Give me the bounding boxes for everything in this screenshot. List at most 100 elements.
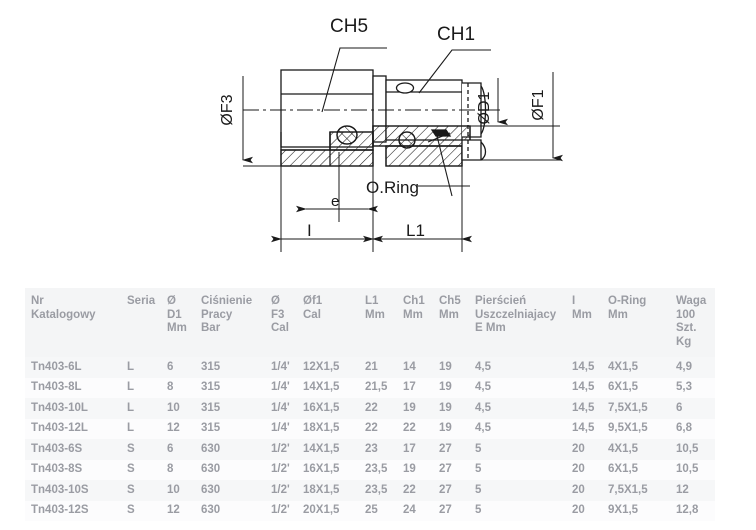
cell-seria: L [127,422,135,434]
cell-l1: 25 [365,504,378,516]
cell-ch5: 19 [439,381,452,393]
table-header: Nr Katalogowy Seria Ø D1 Mm Ciśnienie Pr… [25,288,715,357]
cell-f3: 1/2' [271,463,290,475]
cell-d1: 8 [167,381,174,393]
cell-ch1: 17 [403,381,416,393]
cell-seria: S [127,442,135,455]
ch1-leader-line [418,49,491,94]
cell-cisnienie-pracy: 630 [201,504,221,516]
cell-f3: 1/4' [271,360,290,373]
cell-ch5: 27 [439,483,452,496]
specification-table-container: Nr Katalogowy Seria Ø D1 Mm Ciśnienie Pr… [25,288,715,521]
cell-nr-katalogowy: Tn403-10L [31,401,88,414]
body-bore-hole [395,82,415,94]
cell-ch5: 19 [439,401,452,414]
cell-l1: 21,5 [365,381,388,393]
cell-pierscien: 4,5 [475,422,491,434]
cell-waga: 4,9 [676,360,692,373]
cell-d1: 12 [167,504,180,516]
cell-i: 14,5 [572,401,595,414]
col-header-i: I Mm [572,295,592,321]
table-row: Tn403-8L L 8 315 1/4' 14X1,5 21,5 17 19 4,5 14,5 6X… [25,377,715,398]
cell-d1: 10 [167,401,180,414]
table-row: Tn403-12L L 12 315 1/4' 18X1,5 22 22 19 4,5 14,5 9,… [25,418,715,439]
cell-o-ring: 4X1,5 [608,442,639,455]
oring-label: O.Ring [366,178,419,197]
cell-o-ring: 7,5X1,5 [608,401,648,414]
cell-f3: 1/4' [271,381,290,393]
cell-waga: 12,8 [676,504,699,516]
cell-ch1: 19 [403,463,416,475]
cell-seria: L [127,401,135,414]
cell-seria: L [127,381,135,393]
cell-waga: 12 [676,483,689,496]
cell-f1: 18X1,5 [303,422,340,434]
cell-d1: 8 [167,463,174,475]
i-label: I [307,221,312,240]
cell-seria: S [127,504,135,516]
cell-o-ring: 6X1,5 [608,381,639,393]
cell-waga: 6,8 [676,422,692,434]
cell-ch5: 27 [439,504,452,516]
cell-i: 14,5 [572,422,595,434]
seal-wedge [430,129,452,137]
cell-cisnienie-pracy: 630 [201,483,221,496]
col-header-pierscien: Pierścień Uszczelniajacy E Mm [475,295,557,334]
cell-l1: 22 [365,401,378,414]
cell-d1: 6 [167,360,174,373]
cell-nr-katalogowy: Tn403-6S [31,442,83,455]
table-header-row: Nr Katalogowy Seria Ø D1 Mm Ciśnienie Pr… [25,288,715,357]
cell-ch1: 24 [403,504,416,516]
cell-i: 20 [572,483,585,496]
cell-pierscien: 5 [475,442,482,455]
cell-ch1: 22 [403,483,416,496]
col-header-cisnienie-pracy: Ciśnienie Pracy Bar [201,295,253,334]
cell-ch1: 14 [403,360,416,373]
cell-nr-katalogowy: Tn403-8L [31,381,82,393]
cell-nr-katalogowy: Tn403-12L [31,422,88,434]
col-header-ch5: Ch5 Mm [439,295,461,321]
cell-pierscien: 4,5 [475,381,491,393]
cell-f3: 1/2' [271,483,290,496]
cell-d1: 12 [167,422,180,434]
cell-f1: 18X1,5 [303,483,340,496]
cell-seria: S [127,483,135,496]
cell-f3: 1/4' [271,401,290,414]
cell-pierscien: 5 [475,504,482,516]
cell-f1: 14X1,5 [303,381,340,393]
cell-pierscien: 5 [475,483,482,496]
technical-drawing: CH5 CH1 ØF3 ØD1 ØF1 O.Ring e I L1 [219,16,563,252]
cell-l1: 22 [365,422,378,434]
cell-i: 14,5 [572,360,595,373]
cell-o-ring: 4X1,5 [608,360,639,373]
cell-waga: 10,5 [676,442,699,455]
cell-ch5: 19 [439,422,452,434]
cell-f1: 20X1,5 [303,504,340,516]
col-header-f1: Øf1 Cal [303,295,323,321]
cell-cisnienie-pracy: 315 [201,422,221,434]
cell-cisnienie-pracy: 315 [201,381,221,393]
cell-cisnienie-pracy: 315 [201,401,221,414]
e-label: e [331,193,339,210]
cell-i: 14,5 [572,381,595,393]
cell-waga: 5,3 [676,381,692,393]
col-header-nr-katalogowy: Nr Katalogowy [31,295,96,321]
cell-f3: 1/4' [271,422,290,434]
cell-pierscien: 4,5 [475,360,491,373]
cell-f3: 1/2' [271,504,290,516]
cell-pierscien: 5 [475,463,482,475]
col-header-f3: Ø F3 Cal [271,295,289,334]
cell-ch1: 22 [403,422,416,434]
ch1-label: CH1 [437,24,475,45]
cell-d1: 6 [167,442,174,455]
cell-o-ring: 7,5X1,5 [608,483,648,496]
cell-l1: 23,5 [365,483,388,496]
col-header-ch1: Ch1 Mm [403,295,425,321]
cell-i: 20 [572,504,585,516]
d1-label: ØD1 [476,91,493,124]
cell-o-ring: 9,5X1,5 [608,422,648,434]
